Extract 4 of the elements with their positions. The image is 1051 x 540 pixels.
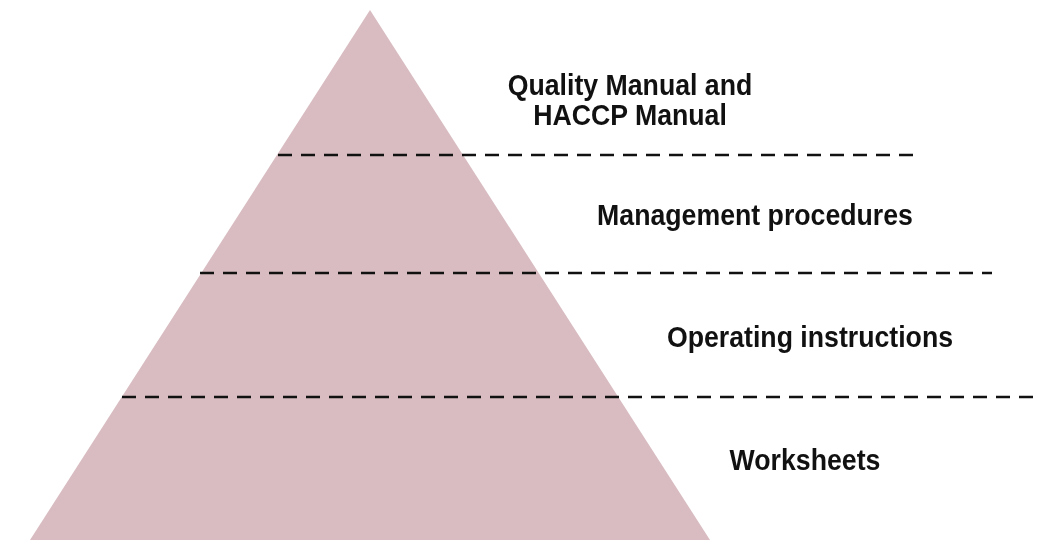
level-title: Quality Manual and HACCP Manual — [482, 70, 778, 130]
level-title: Management procedures — [552, 200, 958, 230]
level-title: Operating instructions — [626, 322, 994, 352]
level-title: Worksheets — [699, 445, 911, 475]
